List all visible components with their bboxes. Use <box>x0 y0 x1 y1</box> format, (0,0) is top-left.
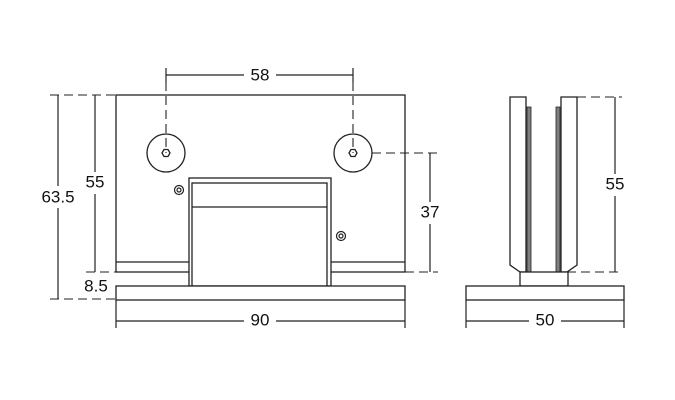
dim-label-hole-height: 37 <box>421 202 440 221</box>
dim-label-width: 90 <box>251 310 270 329</box>
dim-label-hole-spacing: 58 <box>251 65 270 84</box>
hinge-body-inner <box>191 182 328 287</box>
dim-label-overall-height: 63.5 <box>41 187 74 206</box>
dim-label-base-thickness: 8.5 <box>84 276 108 295</box>
dim-label-plate-height: 55 <box>86 172 105 191</box>
front-view: 58 63.5 55 8.5 37 90 <box>38 64 444 332</box>
dim-label-side-width: 50 <box>536 310 555 329</box>
side-base-plate <box>465 285 625 301</box>
side-foot <box>519 271 569 287</box>
dim-label-side-height: 55 <box>606 174 625 193</box>
base-plate <box>115 285 406 301</box>
set-screw-left <box>173 184 185 196</box>
set-screw-right <box>335 230 347 242</box>
gasket-left <box>526 106 532 273</box>
clamp-left <box>509 96 527 273</box>
side-view: 55 50 <box>465 96 628 332</box>
clamp-right <box>560 96 578 273</box>
gasket-right <box>555 106 561 273</box>
